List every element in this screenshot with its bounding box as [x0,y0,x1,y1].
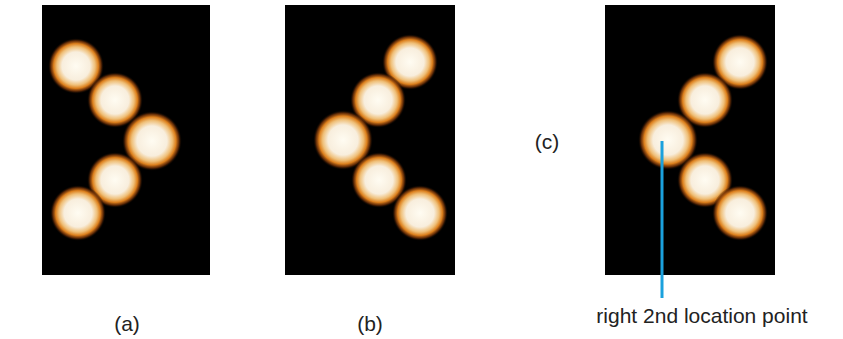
panel-label: (c) [533,129,562,154]
panel-label: (b) [355,311,385,336]
leader-line [661,141,664,298]
callout-text: right 2nd location point [594,303,809,328]
panel-b [285,5,455,275]
light-dots [48,34,768,241]
panel-c [605,5,775,275]
panel-a [42,5,210,275]
panel-label: (a) [112,311,142,336]
